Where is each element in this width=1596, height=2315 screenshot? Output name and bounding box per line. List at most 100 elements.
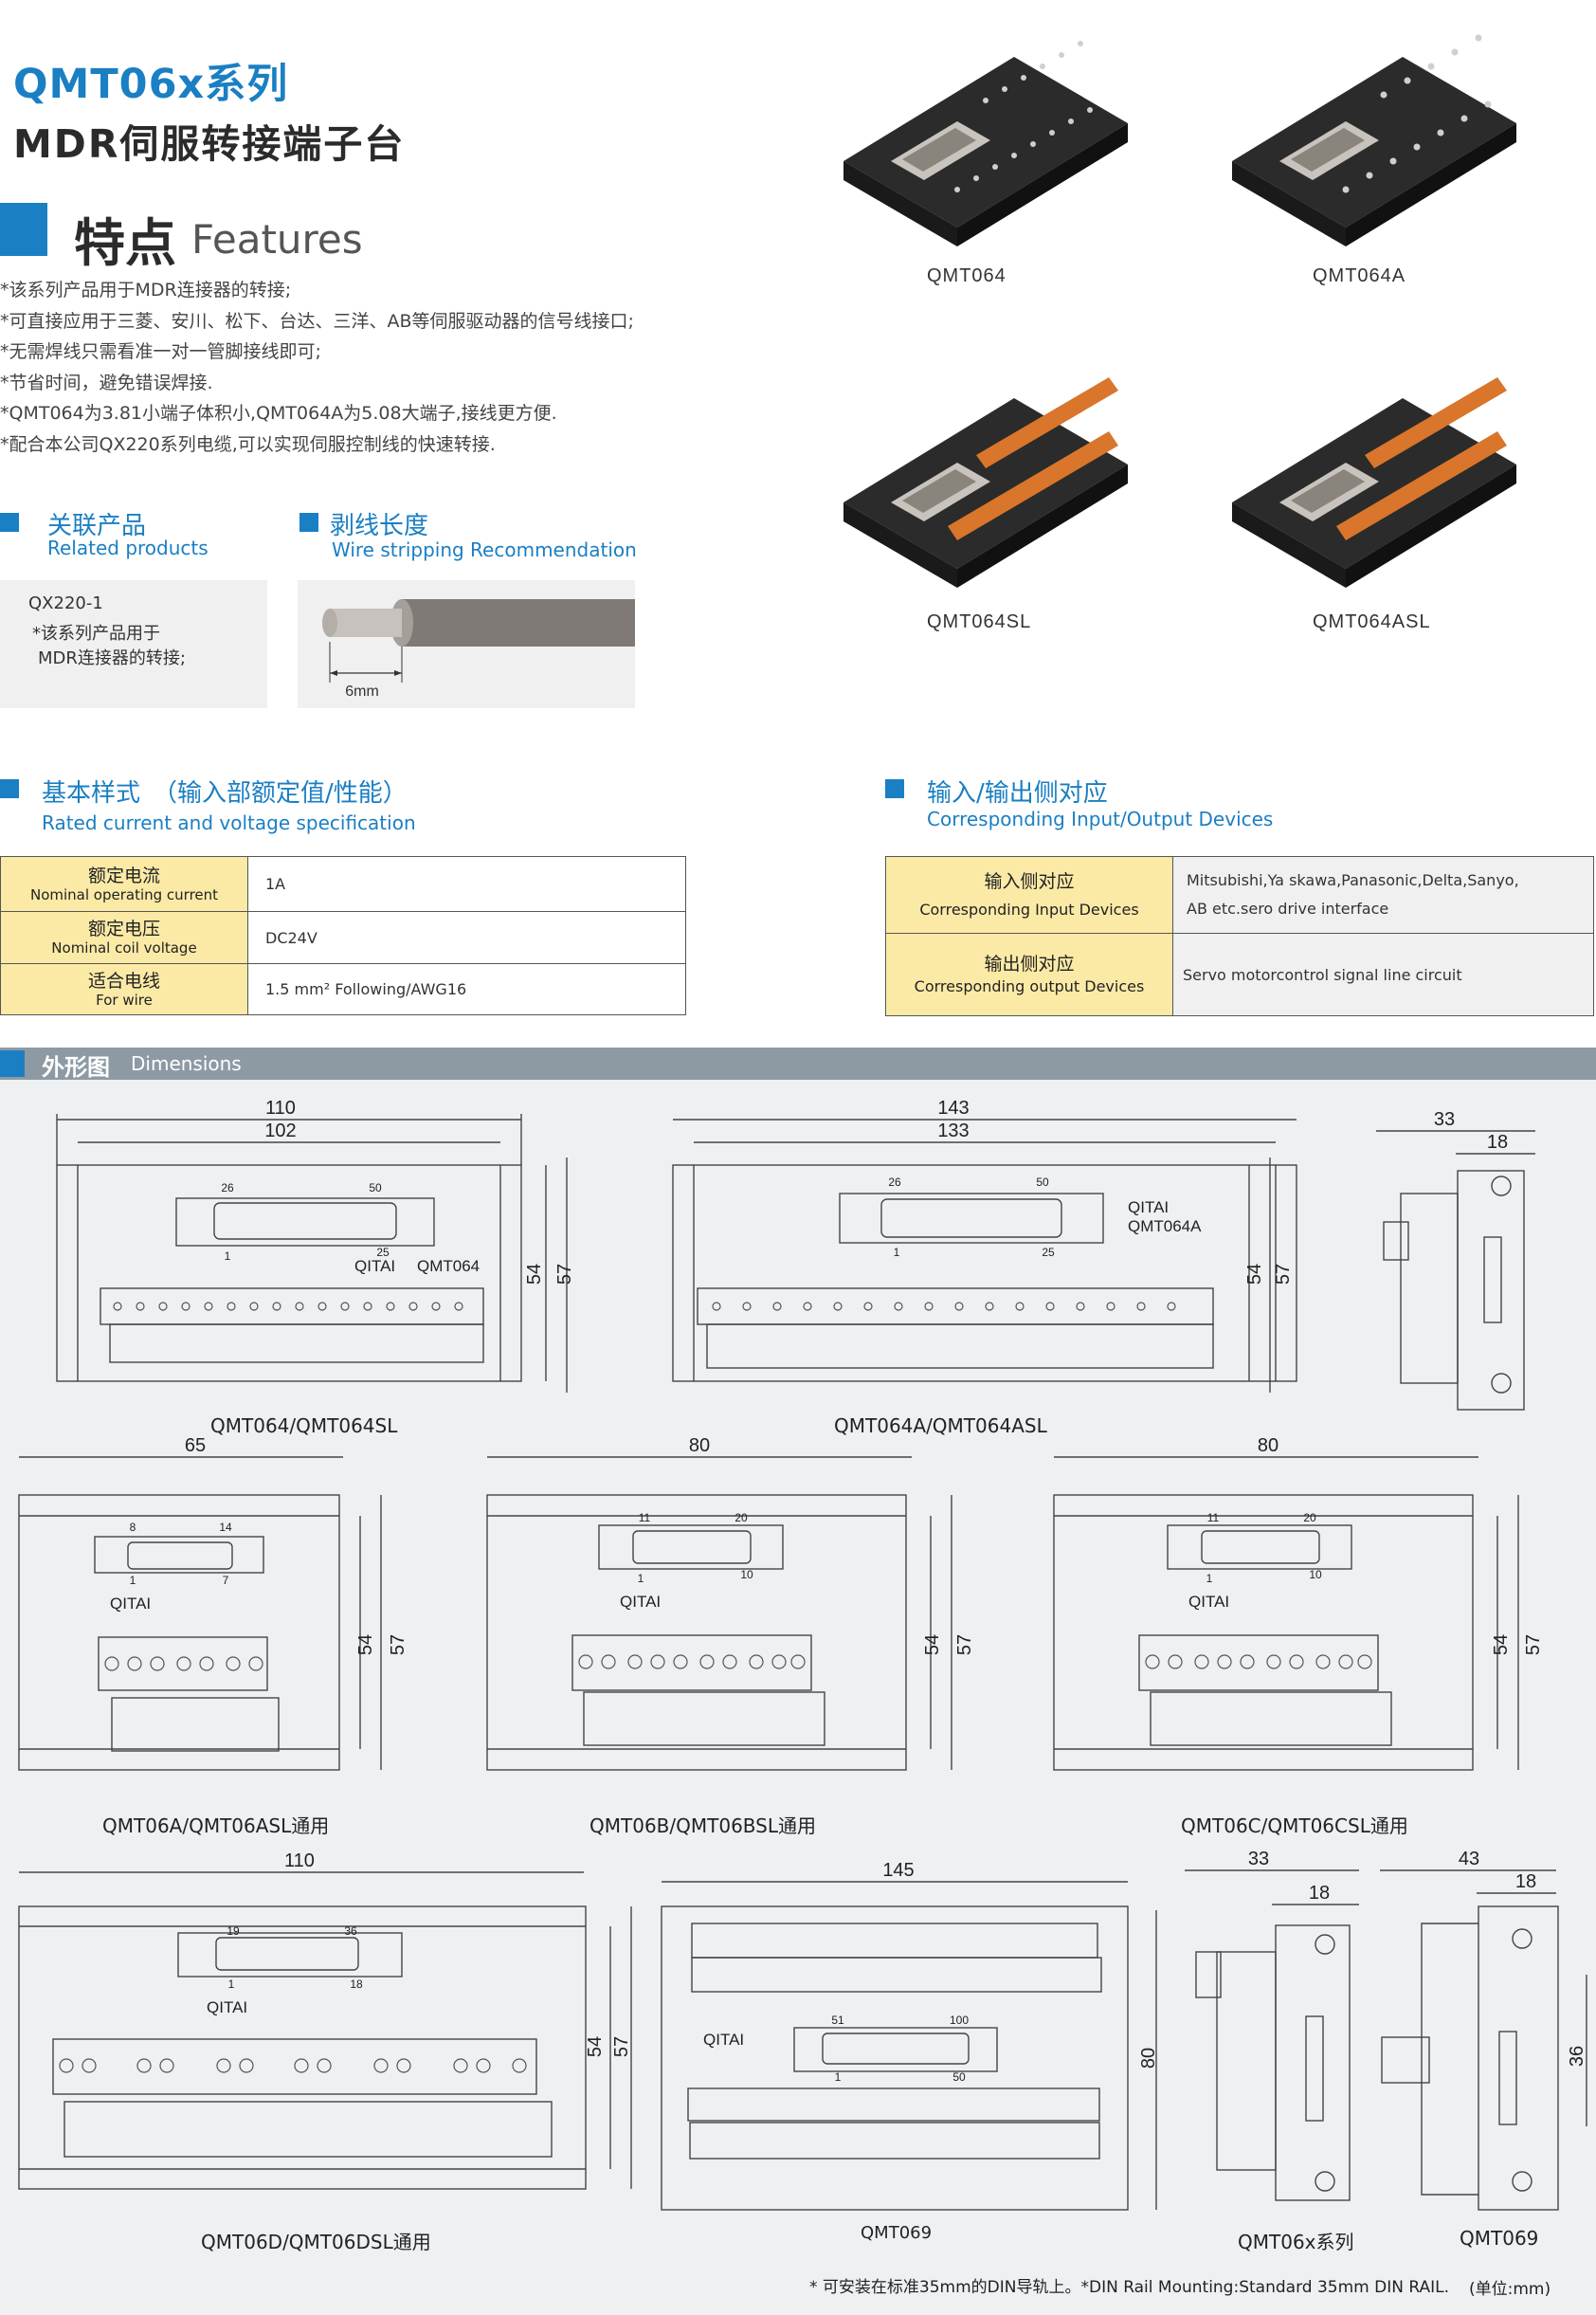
features-marker	[0, 203, 47, 256]
feature-item: *可直接应用于三菱、安川、松下、台达、三洋、AB等伺服驱动器的信号线接口;	[0, 310, 634, 332]
dim-value: 102	[264, 1121, 296, 1141]
io-label-en: Corresponding Input Devices	[919, 901, 1139, 919]
pin-label: 19	[227, 1924, 240, 1938]
io-title-en: Corresponding Input/Output Devices	[927, 808, 1274, 830]
pin-label: 10	[1309, 1568, 1322, 1581]
dim-value: 145	[882, 1860, 914, 1881]
features-title-cn: 特点	[74, 213, 176, 273]
dim-value: 110	[284, 1850, 315, 1871]
related-box: QX220-1 *该系列产品用于 MDR连接器的转接;	[0, 580, 267, 708]
dim-value: 57	[954, 1634, 975, 1655]
features-list: *该系列产品用于MDR连接器的转接; *可直接应用于三菱、安川、松下、台达、三洋…	[0, 275, 758, 460]
stripping-title-en: Wire stripping Recommendation	[332, 538, 637, 561]
pin-label: 50	[369, 1181, 382, 1194]
related-title-en: Related products	[47, 537, 209, 559]
dim-value: 54	[1491, 1634, 1512, 1655]
spec-table: 额定电流 Nominal operating current 1A 额定电压 N…	[0, 856, 686, 1015]
product-label: QMT064ASL	[1313, 611, 1431, 632]
spec-label-en: For wire	[96, 991, 153, 1009]
brand-label: QITAI	[354, 1257, 395, 1275]
pin-label: 8	[130, 1521, 136, 1534]
pin-label: 25	[376, 1246, 390, 1259]
drawing-label: QMT06C/QMT06CSL通用	[1181, 1814, 1408, 1837]
pin-label: 1	[638, 1572, 644, 1585]
pin-label: 1	[894, 1246, 900, 1259]
stripping-title-cn: 剥线长度	[330, 512, 429, 540]
spec-label-en: Nominal coil voltage	[51, 939, 197, 957]
drawing-label: QMT06x系列	[1238, 2231, 1354, 2253]
dim-value: 57	[554, 1264, 575, 1285]
drawing-label: QMT069	[1460, 2227, 1539, 2250]
dim-value: 18	[1515, 1871, 1536, 1892]
dimension-drawings: 110 102 54 57 143 133 54 57 33 18 65 54 …	[18, 1098, 1587, 2211]
product-label: QMT064A	[1313, 265, 1406, 286]
io-value: Servo motorcontrol signal line circuit	[1183, 965, 1462, 984]
spec-row: 适合电线 For wire 1.5 mm² Following/AWG16	[0, 963, 686, 1015]
pin-label: 18	[350, 1978, 363, 1991]
d9-outline	[1275, 1924, 1351, 2201]
spec-value: 1.5 mm² Following/AWG16	[247, 963, 686, 1015]
dimensions-marker	[0, 1050, 25, 1077]
d1-outline	[56, 1164, 522, 1382]
feature-item: *该系列产品用于MDR连接器的转接;	[0, 280, 292, 301]
spec-label-cn: 额定电流	[87, 865, 160, 886]
pin-label: 50	[1036, 1176, 1049, 1189]
pin-label: 26	[888, 1176, 901, 1189]
pin-label: 25	[1042, 1246, 1055, 1259]
spec-marker	[0, 779, 19, 798]
pin-label: 7	[223, 1574, 229, 1587]
pin-label: 26	[221, 1181, 234, 1194]
pin-label: 36	[344, 1924, 357, 1938]
dim-value: 57	[1523, 1634, 1544, 1655]
drawing-label: QMT06B/QMT06BSL通用	[589, 1814, 816, 1837]
dim-value: 133	[937, 1121, 969, 1141]
pin-label: 10	[740, 1568, 753, 1581]
dimensions-title-cn: 外形图	[42, 1054, 110, 1081]
wire-illustration: 6mm	[322, 599, 635, 700]
dim-value: 43	[1459, 1849, 1479, 1869]
spec-row: 额定电压 Nominal coil voltage DC24V	[0, 911, 686, 964]
related-model: QX220-1	[28, 593, 103, 613]
drawing-label: QMT06D/QMT06DSL通用	[201, 2231, 431, 2253]
pin-label: 20	[1303, 1511, 1316, 1524]
brand-label: QITAI	[110, 1595, 151, 1613]
io-value: Mitsubishi,Ya skawa,Panasonic,Delta,Sany…	[1187, 871, 1519, 889]
spec-title-cn: 基本样式 （输入部额定值/性能）	[42, 779, 408, 808]
dim-value: 57	[1273, 1264, 1294, 1285]
d10-outline	[1478, 1905, 1559, 2211]
d4-outline	[18, 1494, 340, 1771]
pin-label: 1	[1206, 1572, 1213, 1585]
model-label: QMT064	[417, 1257, 480, 1275]
spec-row: 额定电流 Nominal operating current 1A	[0, 856, 686, 912]
series-title: QMT06x系列	[13, 61, 289, 108]
io-label-cn: 输入侧对应	[984, 871, 1075, 892]
spec-value: DC24V	[247, 911, 686, 964]
pin-label: 11	[1207, 1511, 1220, 1524]
dim-value: 143	[937, 1098, 969, 1119]
spec-label-cn: 适合电线	[87, 970, 160, 992]
io-row: 输出侧对应 Corresponding output Devices Servo…	[885, 933, 1594, 1016]
model-label: QMT064A	[1128, 1217, 1202, 1235]
stripping-length: 6mm	[345, 684, 379, 700]
brand-label: QITAI	[1188, 1593, 1229, 1611]
dim-value: 18	[1487, 1132, 1508, 1153]
product-image-qmt064asl	[1232, 377, 1516, 588]
product-label: QMT064SL	[927, 611, 1031, 632]
dim-value: 110	[265, 1098, 296, 1119]
d2-outline	[672, 1164, 1297, 1382]
pin-label: 20	[735, 1511, 748, 1524]
d5-outline	[486, 1494, 907, 1771]
product-image-qmt064sl	[843, 377, 1128, 588]
product-photos: QMT064 QMT064A QMT064SL QMT064ASL	[843, 34, 1516, 632]
related-desc-1: *该系列产品用于	[32, 624, 160, 644]
dim-value: 65	[185, 1435, 206, 1456]
spec-label-cn: 额定电压	[87, 919, 160, 939]
brand-label: QITAI	[703, 2031, 744, 2049]
io-title-cn: 输入/输出侧对应	[927, 779, 1108, 808]
pin-label: 14	[219, 1521, 232, 1534]
feature-item: *无需焊线只需看准一对一管脚接线即可;	[0, 341, 321, 362]
dim-value: 54	[524, 1264, 545, 1285]
io-label-cn: 输出侧对应	[984, 954, 1075, 975]
io-marker	[885, 779, 904, 798]
series-subtitle: MDR伺服转接端子台	[13, 121, 406, 167]
